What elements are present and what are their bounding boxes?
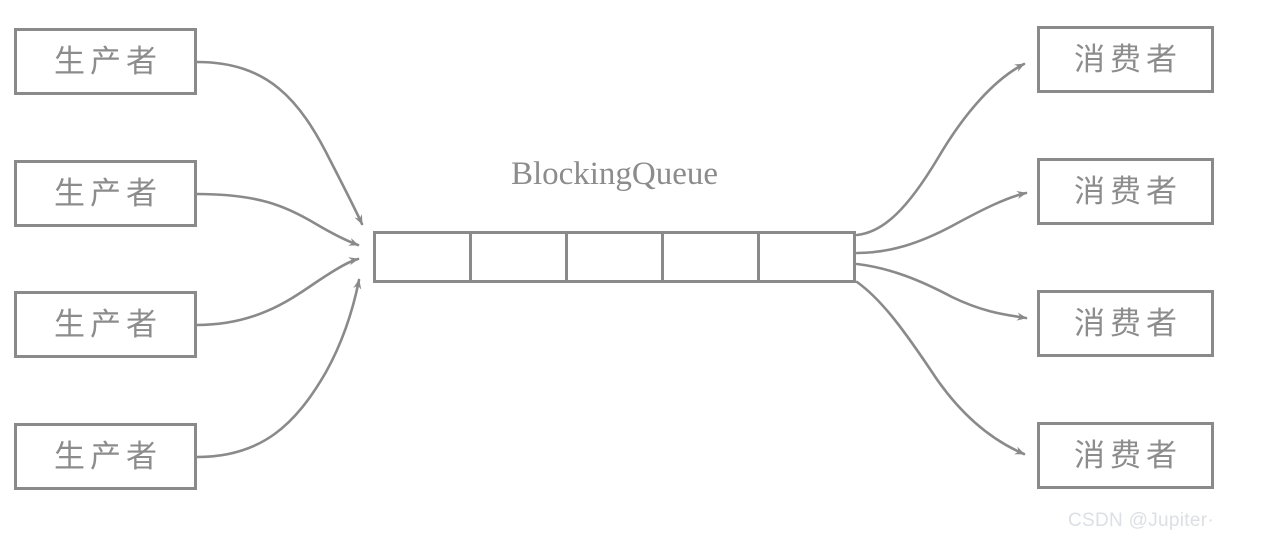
edge-producer-3-to-queue [195, 257, 360, 327]
consumer-node-4-label: 消费者 [1074, 438, 1182, 473]
queue-cell[interactable] [376, 234, 472, 280]
producer-node-4-label: 生产者 [54, 439, 162, 474]
queue-cell[interactable] [760, 234, 853, 280]
blocking-queue[interactable] [373, 231, 856, 283]
edge-queue-to-consumer-2 [855, 190, 1028, 255]
edge-queue-to-consumer-3 [855, 262, 1028, 321]
queue-cell[interactable] [664, 234, 760, 280]
consumer-node-2[interactable]: 消费者 [1037, 158, 1214, 225]
producer-node-3[interactable]: 生产者 [14, 291, 197, 358]
consumer-node-1[interactable]: 消费者 [1037, 26, 1214, 93]
consumer-node-2-label: 消费者 [1074, 174, 1182, 209]
producer-node-4[interactable]: 生产者 [14, 423, 197, 490]
edge-producer-2-to-queue [195, 192, 360, 247]
edge-queue-to-consumer-4 [855, 280, 1026, 456]
producer-node-3-label: 生产者 [54, 307, 162, 342]
edge-producer-4-to-queue [195, 278, 362, 459]
queue-cell[interactable] [472, 234, 568, 280]
producer-node-1-label: 生产者 [54, 44, 162, 79]
edge-queue-to-consumer-1 [855, 62, 1026, 237]
consumer-node-3[interactable]: 消费者 [1037, 290, 1214, 357]
consumer-node-4[interactable]: 消费者 [1037, 422, 1214, 489]
queue-title: BlockingQueue [510, 156, 719, 192]
watermark: CSDN @Jupiter· [1068, 510, 1214, 531]
edge-producer-1-to-queue [195, 60, 364, 226]
consumer-node-1-label: 消费者 [1074, 42, 1182, 77]
queue-cell[interactable] [568, 234, 664, 280]
consumer-node-3-label: 消费者 [1074, 306, 1182, 341]
producer-node-1[interactable]: 生产者 [14, 28, 197, 95]
producer-node-2-label: 生产者 [54, 176, 162, 211]
producer-node-2[interactable]: 生产者 [14, 160, 197, 227]
